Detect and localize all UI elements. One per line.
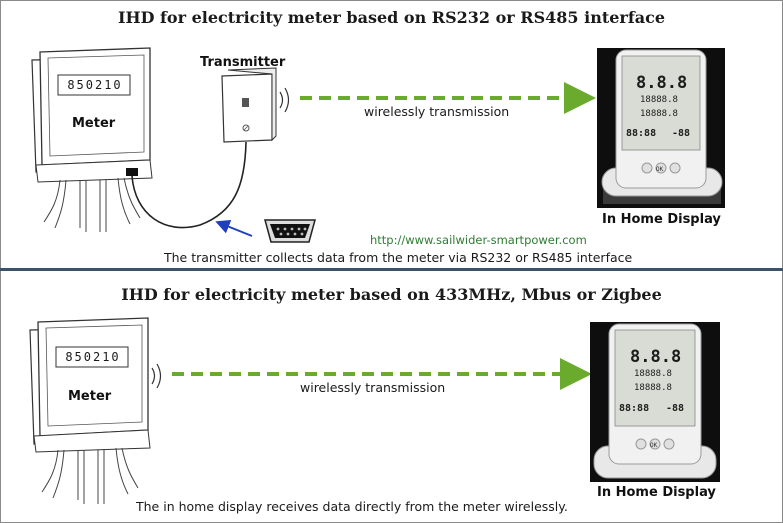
top-lcd-row-1: 18888.8 [640,95,678,105]
top-caption: The transmitter collects data from the m… [164,250,633,265]
top-section-title: IHD for electricity meter based on RS232… [117,8,665,27]
top-meter-label: Meter [72,116,116,131]
db9-connector-icon [264,219,316,243]
top-lcd-row-2: 18888.8 [640,109,678,119]
transmitter-label: Transmitter [200,55,286,70]
bottom-meter-reading: 850210 [65,350,121,364]
top-wireless-label: wirelessly transmission [364,104,510,119]
top-ok-button: OK [656,166,664,173]
bottom-lcd-main-digits: 8.8.8 [630,347,681,367]
top-in-home-display [597,48,725,208]
bottom-meter-label: Meter [68,389,112,404]
bottom-in-home-display [590,322,720,482]
bottom-caption: The in home display receives data direct… [136,499,568,514]
bottom-lcd-temp: -88 [666,403,684,414]
bottom-lcd-time: 88:88 [619,403,649,414]
top-lcd-temp: -88 [672,128,690,139]
bottom-meter [29,317,151,504]
bottom-display-label: In Home Display [597,485,716,500]
bottom-lcd-row-2: 18888.8 [634,383,672,393]
top-display-label: In Home Display [602,212,721,227]
rs232-cable [131,141,247,229]
top-meter [31,47,153,232]
top-lcd-main-digits: 8.8.8 [636,73,687,93]
connector-pointer-arrow [215,219,253,237]
bottom-meter-signal-icon [151,363,162,389]
top-meter-reading: 850210 [67,78,123,92]
bottom-ok-button: OK [650,442,658,449]
section-divider [0,268,783,271]
bottom-lcd-row-1: 18888.8 [634,369,672,379]
website-url: http://www.sailwider-smartpower.com [370,233,587,247]
bottom-section-title: IHD for electricity meter based on 433MH… [121,285,662,304]
top-lcd-time: 88:88 [626,128,656,139]
transmitter-device [221,67,277,143]
transmitter-signal-icon [279,87,290,113]
bottom-wireless-label: wirelessly transmission [300,380,446,395]
